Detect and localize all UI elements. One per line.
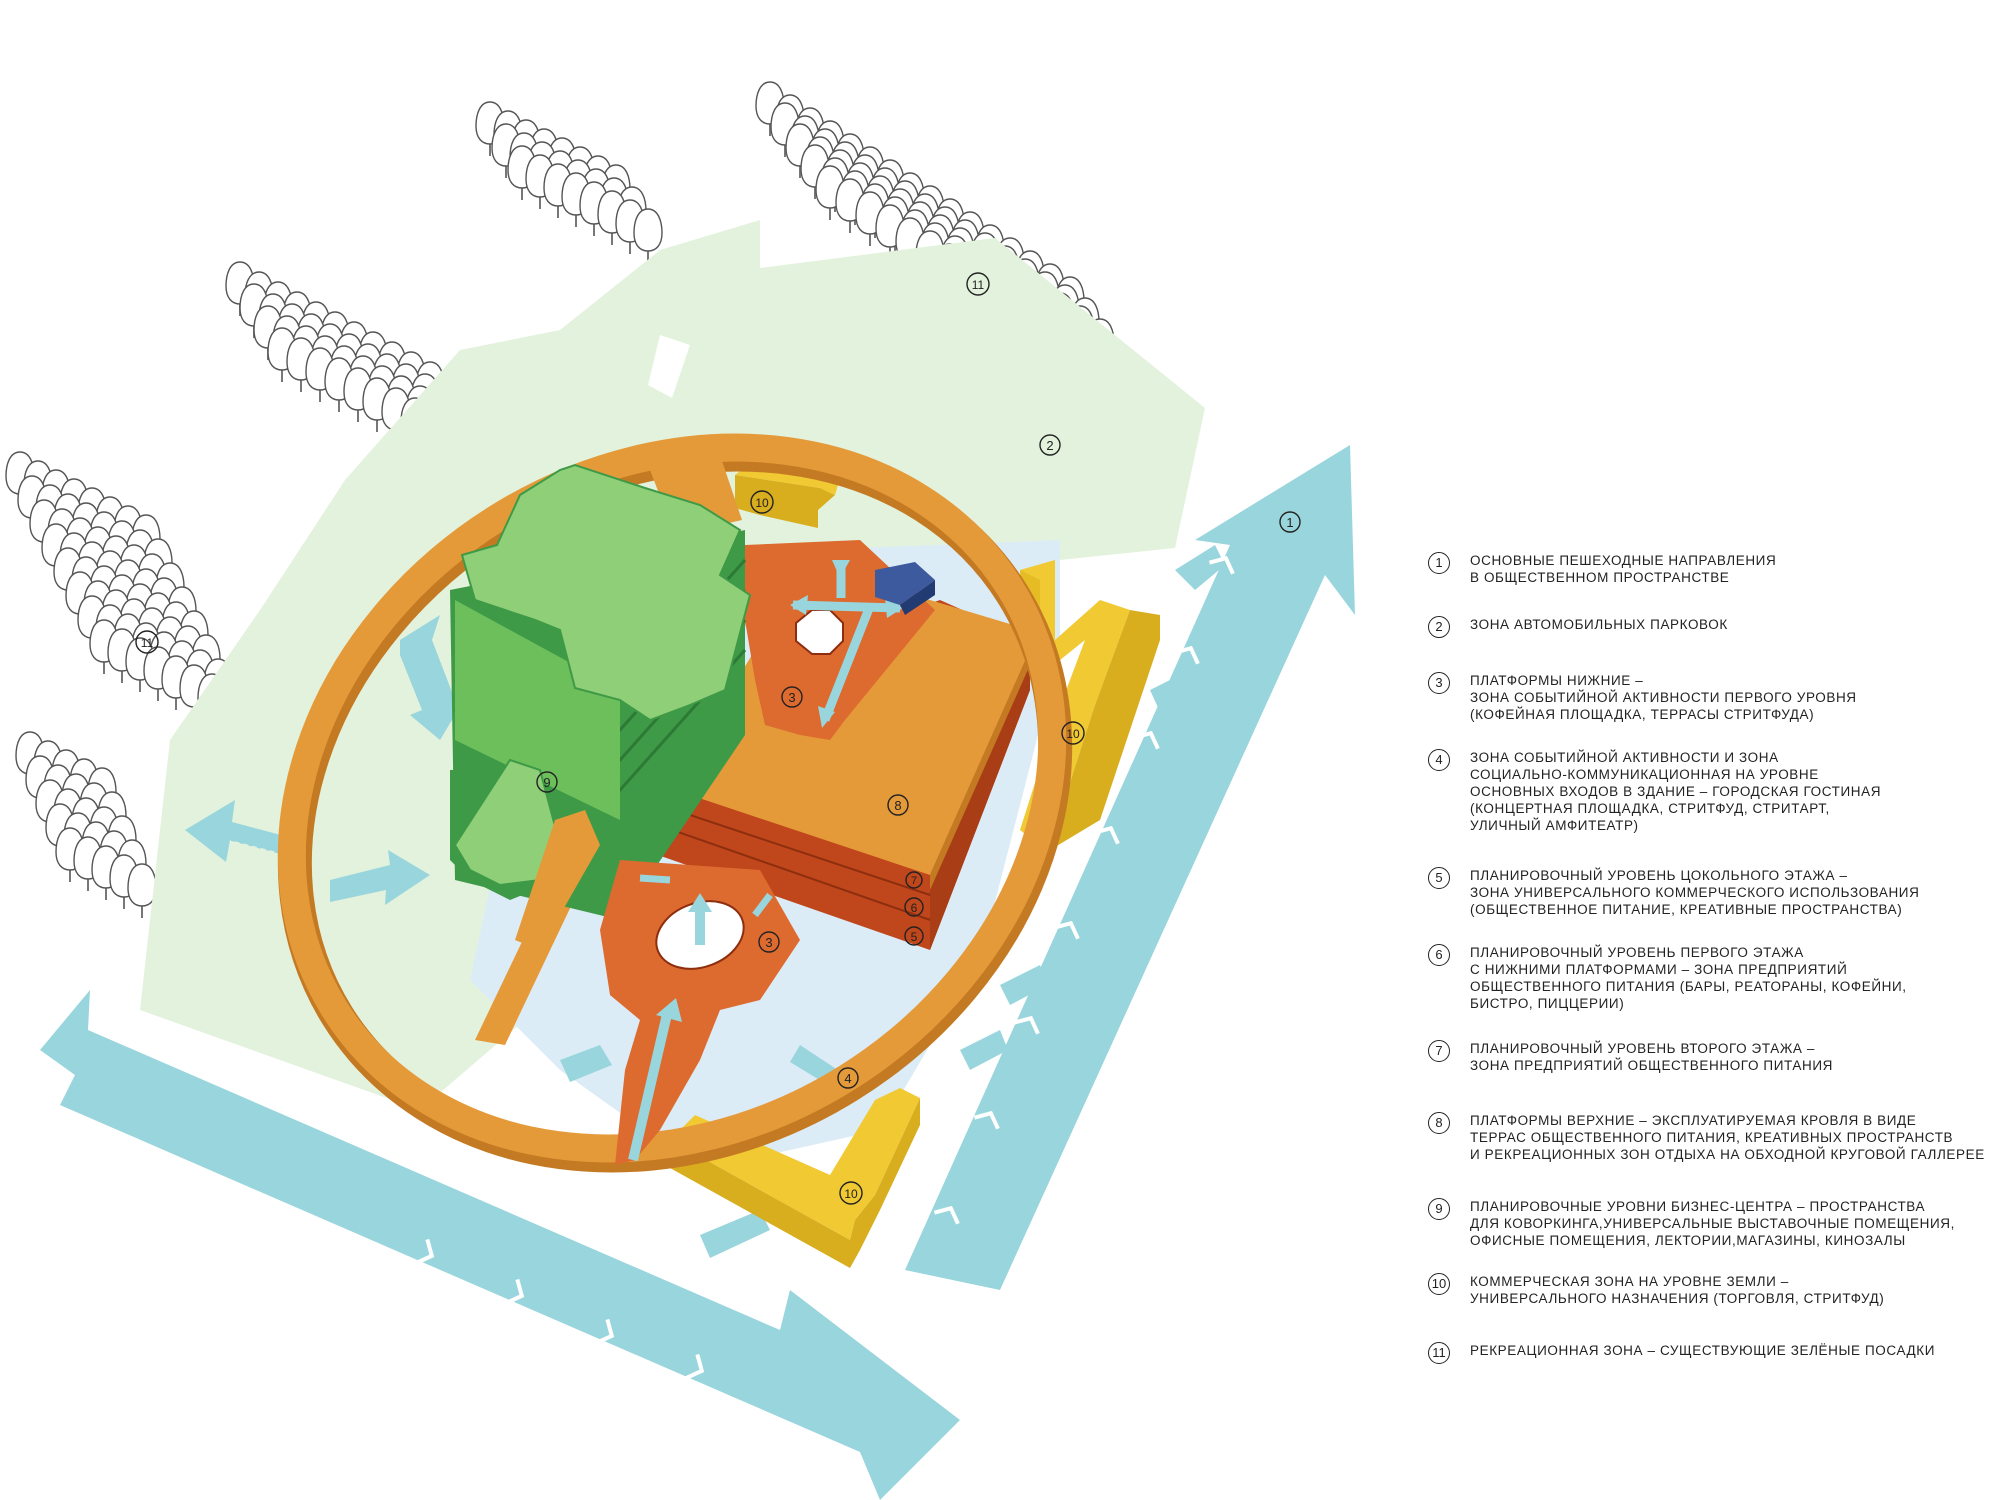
business-center-tower [450, 463, 752, 950]
svg-text:11: 11 [141, 636, 154, 650]
business-center-bridge [515, 810, 600, 950]
map-marker-11-west: 11 [135, 630, 159, 654]
map-marker-8: 8 [887, 794, 909, 816]
map-marker-7: 7 [905, 871, 923, 889]
legend-item: 1 ОСНОВНЫЕ ПЕШЕХОДНЫЕ НАПРАВЛЕНИЯ В ОБЩЕС… [1428, 552, 1776, 586]
map-zone-markers: 1 2 3 3 4 5 6 7 8 9 10 10 10 11 11 [135, 272, 1301, 1205]
legend-number-badge: 11 [1428, 1342, 1450, 1364]
map-marker-1: 1 [1279, 511, 1301, 533]
legend-item: 11 РЕКРЕАЦИОННАЯ ЗОНА – СУЩЕСТВУЮЩИЕ ЗЕЛЁ… [1428, 1342, 1936, 1364]
map-marker-11-north: 11 [966, 272, 990, 296]
legend-number-badge: 8 [1428, 1112, 1450, 1134]
pedestrian-arrow-w2 [330, 850, 430, 905]
legend-number-badge: 9 [1428, 1198, 1450, 1220]
lower-platform-south [600, 860, 800, 1165]
legend-item: 9 ПЛАНИРОВОЧНЫЕ УРОВНИ БИЗНЕС-ЦЕНТРА – ПР… [1428, 1198, 1955, 1249]
legend-item: 2 ЗОНА АВТОМОБИЛЬНЫХ ПАРКОВОК [1428, 616, 1728, 638]
legend-item: 10 КОММЕРЧЕСКАЯ ЗОНА НА УРОВНЕ ЗЕМЛИ – УН… [1428, 1273, 1884, 1307]
map-marker-3-north: 3 [781, 686, 803, 708]
pedestrian-arrow-e [1150, 670, 1198, 712]
parking-island [648, 335, 690, 398]
svg-text:6: 6 [911, 901, 918, 915]
svg-text:8: 8 [894, 798, 901, 813]
svg-text:10: 10 [844, 1187, 858, 1201]
map-marker-9: 9 [536, 771, 558, 793]
legend-item: 5 ПЛАНИРОВОЧНЫЙ УРОВЕНЬ ЦОКОЛЬНОГО ЭТАЖА … [1428, 867, 1919, 918]
pedestrian-axis-southeast [905, 445, 1355, 1290]
svg-text:4: 4 [844, 1071, 851, 1086]
pedestrian-axis-west [185, 800, 300, 862]
pedestrian-arrow-s2 [560, 1045, 612, 1082]
legend-text: ПЛАТФОРМЫ ВЕРХНИЕ – ЭКСПЛУАТИРУЕМАЯ КРОВ… [1470, 1113, 1985, 1162]
legend-text: ПЛАНИРОВОЧНЫЙ УРОВЕНЬ ВТОРОГО ЭТАЖА – ЗО… [1470, 1041, 1834, 1073]
legend-number-badge: 1 [1428, 552, 1450, 574]
svg-text:2: 2 [1046, 438, 1053, 453]
pedestrian-arrow-ne [1175, 545, 1225, 590]
pedestrian-axis-southwest [40, 990, 960, 1500]
legend-item: 6 ПЛАНИРОВОЧНЫЙ УРОВЕНЬ ПЕРВОГО ЭТАЖА С Н… [1428, 944, 1907, 1012]
legend-item: 7 ПЛАНИРОВОЧНЫЙ УРОВЕНЬ ВТОРОГО ЭТАЖА – З… [1428, 1040, 1833, 1074]
map-marker-10-north: 10 [750, 490, 774, 514]
legend-number-badge: 5 [1428, 867, 1450, 889]
site-axonometric-diagram: 1 2 3 3 4 5 6 7 8 9 10 10 10 11 11 [5, 81, 1355, 1500]
legend-number-badge: 3 [1428, 672, 1450, 694]
legend-text: ОСНОВНЫЕ ПЕШЕХОДНЫЕ НАПРАВЛЕНИЯ В ОБЩЕСТ… [1470, 553, 1777, 585]
svg-text:3: 3 [788, 690, 795, 705]
map-marker-5: 5 [904, 926, 924, 946]
svg-text:10: 10 [755, 496, 769, 510]
map-marker-4: 4 [837, 1067, 859, 1089]
legend-number-badge: 7 [1428, 1040, 1450, 1062]
svg-text:11: 11 [972, 278, 985, 292]
map-marker-3-south: 3 [758, 931, 780, 953]
circular-gallery [277, 433, 1073, 1173]
legend-text: ЗОНА СОБЫТИЙНОЙ АКТИВНОСТИ И ЗОНА СОЦИАЛ… [1470, 750, 1882, 833]
legend-number-badge: 2 [1428, 616, 1450, 638]
legend-text: ПЛАНИРОВОЧНЫЙ УРОВЕНЬ ПЕРВОГО ЭТАЖА С НИ… [1470, 945, 1907, 1011]
map-marker-2: 2 [1039, 434, 1061, 456]
legend-number-badge: 10 [1428, 1273, 1450, 1295]
svg-text:9: 9 [543, 775, 550, 790]
legend-text: ПЛАНИРОВОЧНЫЙ УРОВЕНЬ ЦОКОЛЬНОГО ЭТАЖА –… [1470, 868, 1920, 917]
svg-text:10: 10 [1066, 727, 1080, 741]
svg-text:3: 3 [765, 935, 772, 950]
svg-text:5: 5 [911, 930, 918, 944]
legend-text: ПЛАНИРОВОЧНЫЕ УРОВНИ БИЗНЕС-ЦЕНТРА – ПРО… [1470, 1199, 1956, 1248]
pedestrian-axis-west-dash [230, 831, 287, 855]
map-marker-10-east: 10 [1061, 721, 1085, 745]
pedestrian-arrow-se2 [960, 1030, 1008, 1070]
legend-item: 4 ЗОНА СОБЫТИЙНОЙ АКТИВНОСТИ И ЗОНА СОЦИА… [1428, 749, 1881, 834]
pedestrian-axes [40, 445, 1355, 1500]
map-marker-6: 6 [904, 897, 924, 917]
svg-text:1: 1 [1286, 515, 1293, 530]
svg-text:7: 7 [911, 875, 917, 887]
legend-text: ЗОНА АВТОМОБИЛЬНЫХ ПАРКОВОК [1470, 617, 1728, 632]
pedestrian-arrow-se1 [1000, 965, 1048, 1005]
map-marker-10-south: 10 [839, 1181, 863, 1205]
pedestrian-arrow-s [700, 1210, 770, 1258]
legend-text: ПЛАТФОРМЫ НИЖНИЕ – ЗОНА СОБЫТИЙНОЙ АКТИВ… [1470, 673, 1857, 722]
legend-number-badge: 6 [1428, 944, 1450, 966]
legend-item: 3 ПЛАТФОРМЫ НИЖНИЕ – ЗОНА СОБЫТИЙНОЙ АКТИ… [1428, 672, 1857, 723]
dark-blue-block [875, 562, 935, 605]
legend-text: КОММЕРЧЕСКАЯ ЗОНА НА УРОВНЕ ЗЕМЛИ – УНИВ… [1470, 1274, 1885, 1306]
legend-number-badge: 4 [1428, 749, 1450, 771]
legend-item: 8 ПЛАТФОРМЫ ВЕРХНИЕ – ЭКСПЛУАТИРУЕМАЯ КРО… [1428, 1112, 1985, 1163]
legend-text: РЕКРЕАЦИОННАЯ ЗОНА – СУЩЕСТВУЮЩИЕ ЗЕЛЁНЫ… [1470, 1343, 1936, 1358]
